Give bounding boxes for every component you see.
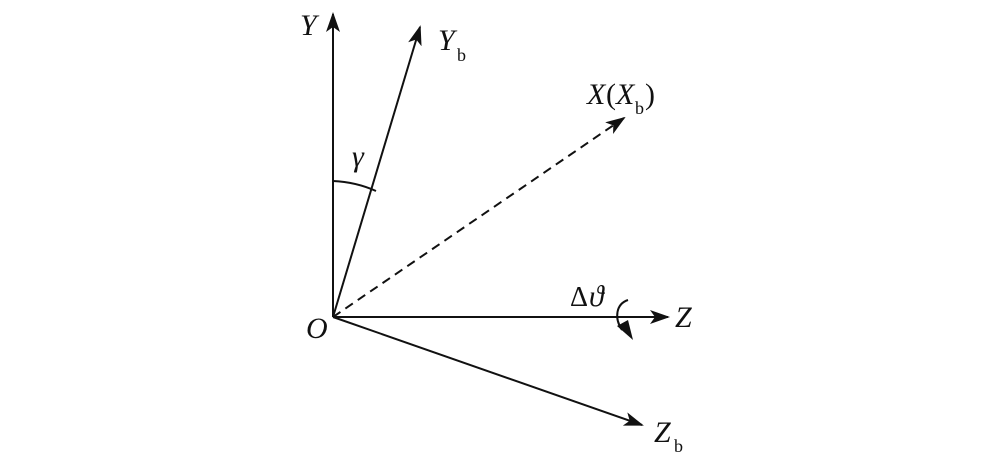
x-axis-dashed	[332, 116, 626, 318]
svg-text:b: b	[674, 436, 683, 455]
zb-axis	[332, 316, 644, 426]
svg-text:ϑ: ϑ	[589, 280, 606, 313]
svg-text:): )	[645, 78, 655, 111]
x-xb-axis-label: X ( X b )	[586, 78, 655, 118]
svg-text:Y: Y	[438, 24, 458, 57]
yb-axis-label: Y b	[438, 24, 466, 65]
zb-axis-label: Z b	[654, 416, 683, 455]
svg-text:X: X	[615, 78, 636, 111]
svg-text:X: X	[586, 78, 607, 111]
rotation-arrow-head	[617, 320, 633, 340]
y-axis-label: Y	[300, 9, 320, 42]
svg-text:Z: Z	[654, 416, 671, 449]
svg-text:Δ: Δ	[570, 282, 588, 313]
gamma-label: γ	[352, 140, 365, 173]
origin-label: O	[306, 312, 328, 345]
svg-text:(: (	[606, 78, 616, 111]
svg-text:b: b	[635, 98, 644, 118]
delta-theta-label: Δ ϑ	[570, 280, 606, 313]
gamma-angle-arc	[332, 180, 377, 192]
z-axis-label: Z	[675, 301, 692, 334]
yb-axis	[332, 25, 422, 318]
svg-text:b: b	[457, 45, 466, 65]
